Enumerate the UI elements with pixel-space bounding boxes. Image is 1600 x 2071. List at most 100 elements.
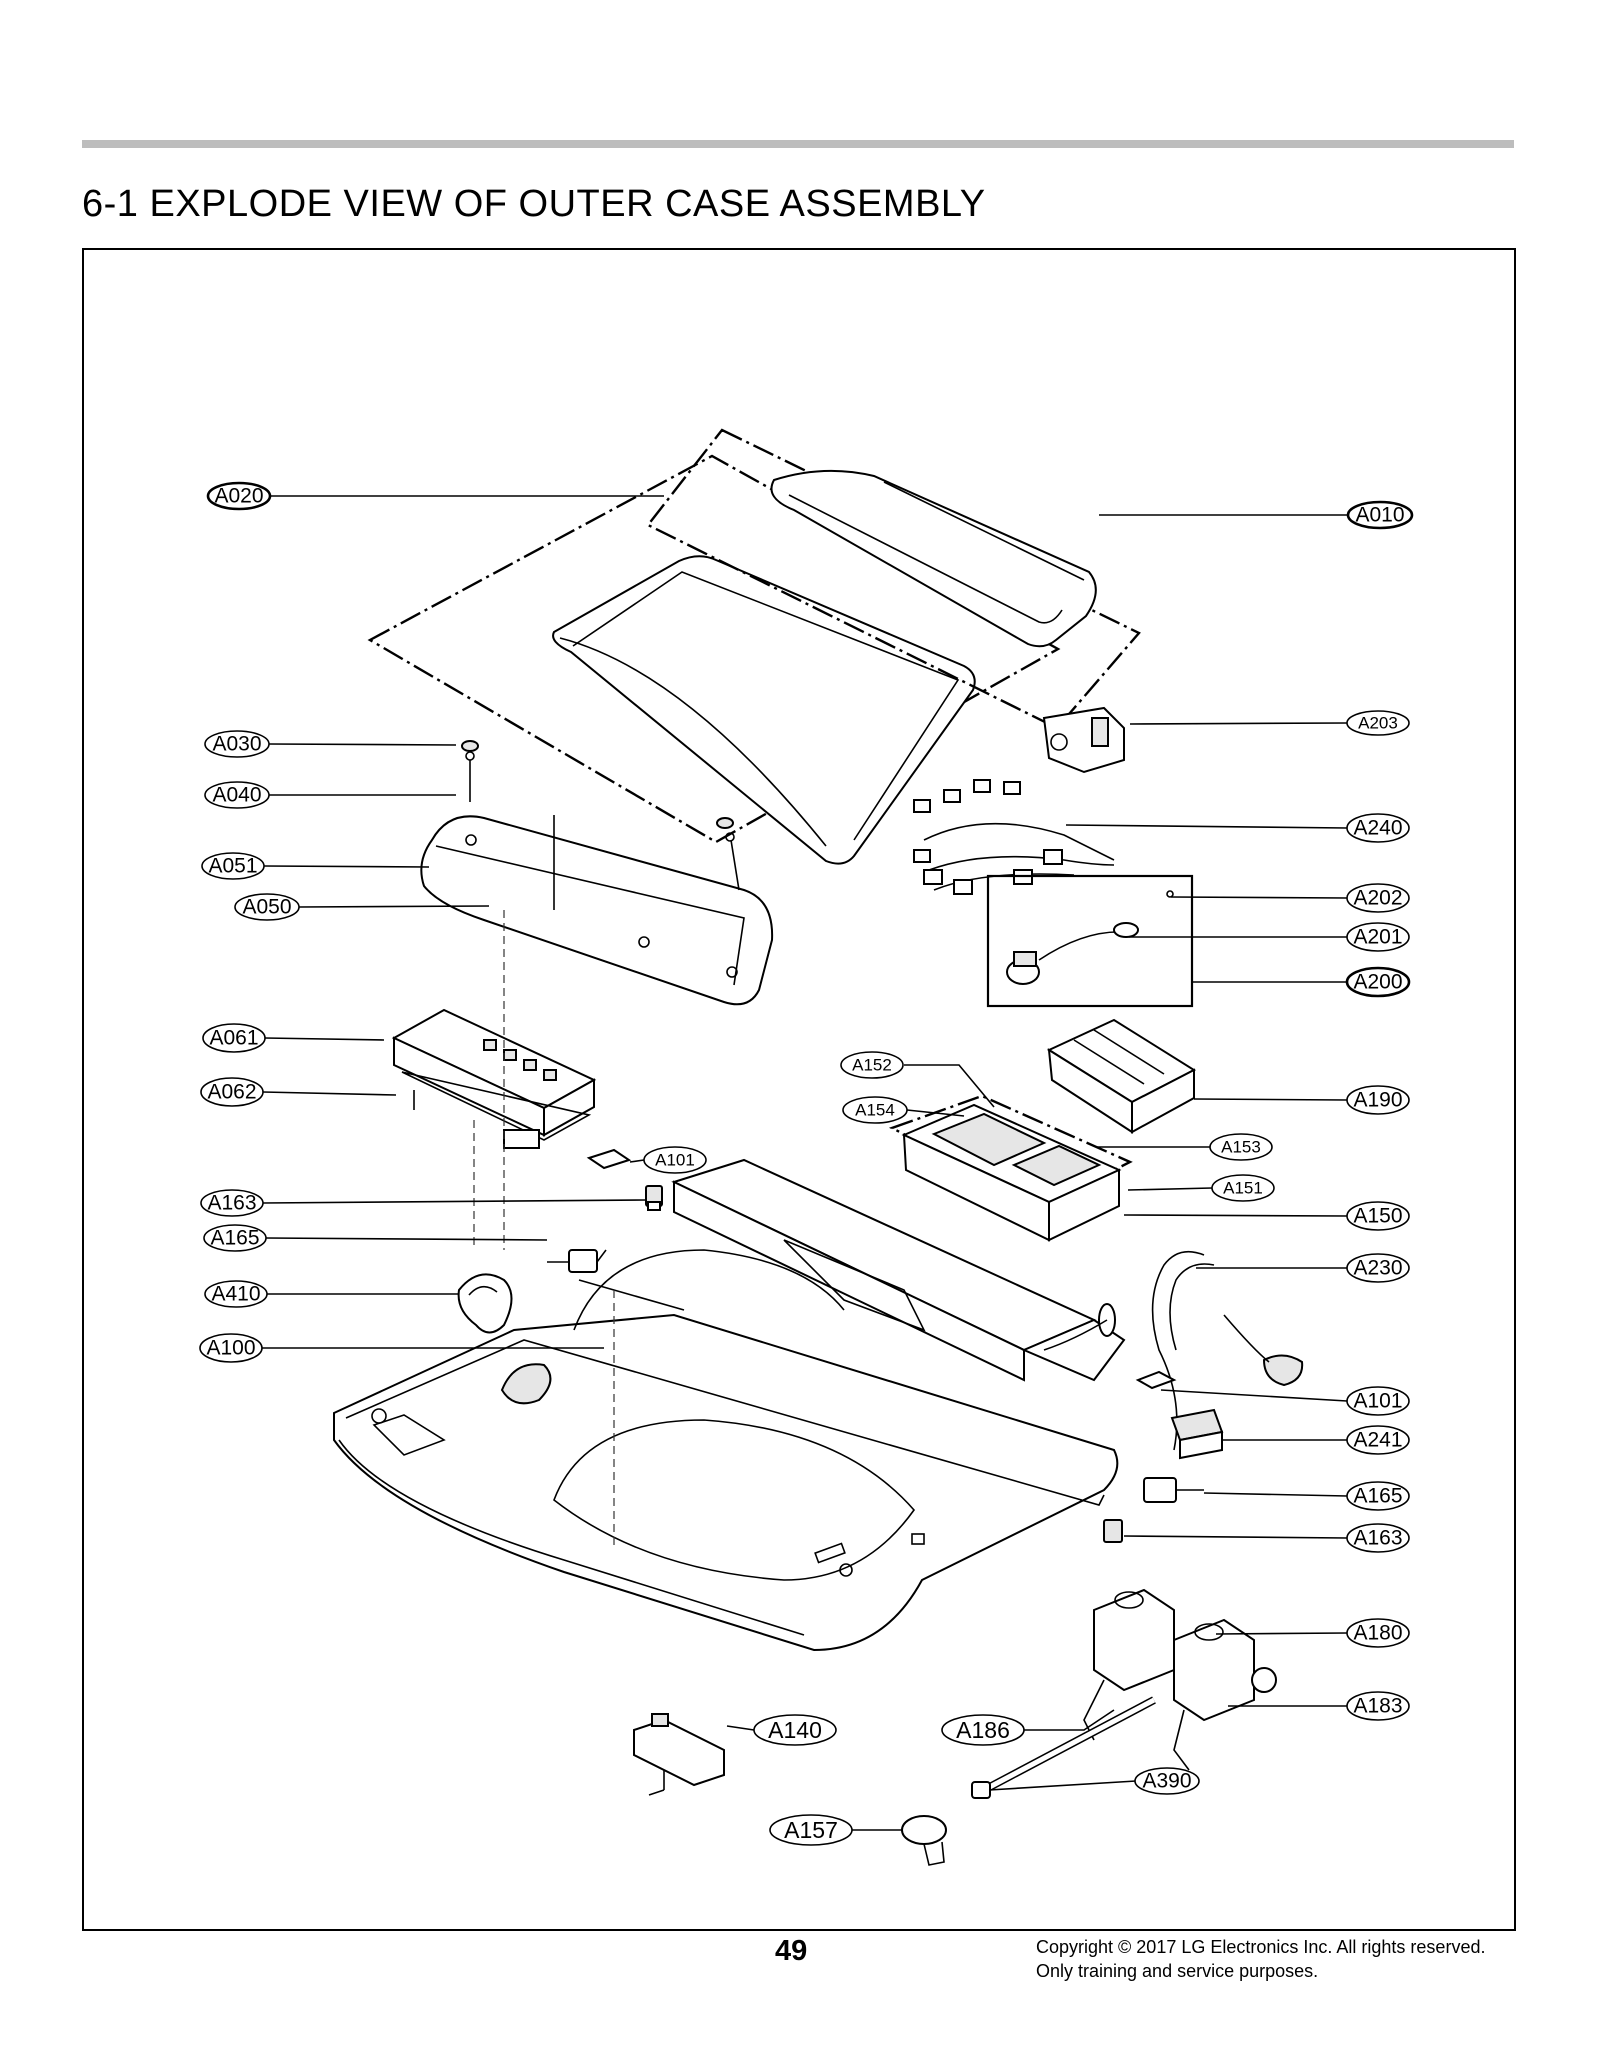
callout-a040: A040 bbox=[204, 781, 270, 809]
callout-a157-label: A157 bbox=[784, 1817, 838, 1843]
callout-a241-label: A241 bbox=[1353, 1429, 1402, 1452]
small-part-a165-right bbox=[1143, 1477, 1204, 1503]
callout-a240-label: A240 bbox=[1353, 817, 1402, 840]
copyright-line-2: Only training and service purposes. bbox=[1036, 1961, 1319, 1981]
copyright-notice: Copyright © 2017 LG Electronics Inc. All… bbox=[1036, 1935, 1485, 1983]
callout-a051: A051 bbox=[201, 852, 265, 880]
pressure-switch-box bbox=[986, 874, 1194, 1008]
callout-a230-label: A230 bbox=[1353, 1257, 1402, 1280]
callout-a390-label: A390 bbox=[1142, 1770, 1191, 1793]
callout-a163-right-label: A163 bbox=[1353, 1527, 1402, 1550]
callout-a165-left-label: A165 bbox=[210, 1227, 259, 1250]
callout-a183-label: A183 bbox=[1353, 1695, 1402, 1718]
callout-a030: A030 bbox=[204, 730, 270, 758]
callout-a163-left: A163 bbox=[200, 1189, 264, 1217]
callout-a240: A240 bbox=[1346, 813, 1410, 843]
small-part-a165-left bbox=[547, 1249, 607, 1273]
callout-a165-right-label: A165 bbox=[1353, 1485, 1402, 1508]
callout-a154-label: A154 bbox=[855, 1101, 895, 1120]
callout-a153: A153 bbox=[1209, 1133, 1273, 1161]
callout-a151: A151 bbox=[1211, 1174, 1275, 1202]
callout-a101-top: A101 bbox=[643, 1146, 707, 1174]
callout-a202: A202 bbox=[1346, 883, 1410, 913]
callout-a163-left-label: A163 bbox=[207, 1192, 256, 1215]
callout-a165-left: A165 bbox=[203, 1224, 267, 1252]
wire-harness-part bbox=[913, 779, 1115, 895]
lid-group-outline bbox=[367, 454, 1061, 844]
water-valve-part bbox=[1083, 1588, 1277, 1771]
callout-a200: A200 bbox=[1345, 966, 1411, 998]
page-title: 6-1 EXPLODE VIEW OF OUTER CASE ASSEMBLY bbox=[82, 183, 986, 225]
callout-a061-label: A061 bbox=[209, 1027, 258, 1050]
small-part-a101-right bbox=[1135, 1370, 1177, 1390]
callout-a390: A390 bbox=[1134, 1767, 1200, 1795]
lid-lock-switch-part bbox=[1042, 706, 1125, 774]
pcb-assembly-part bbox=[391, 1008, 597, 1149]
callout-a203-label: A203 bbox=[1358, 714, 1398, 733]
callout-a010-label: A010 bbox=[1355, 504, 1404, 527]
callout-a140-label: A140 bbox=[768, 1717, 822, 1743]
drain-pump-cover-a410 bbox=[457, 1273, 513, 1334]
callout-a180: A180 bbox=[1346, 1618, 1410, 1648]
page-number: 49 bbox=[775, 1935, 808, 1967]
callout-a040-label: A040 bbox=[212, 784, 261, 807]
callout-a150-label: A150 bbox=[1353, 1205, 1402, 1228]
callout-a202-label: A202 bbox=[1353, 887, 1402, 910]
callout-a050-label: A050 bbox=[242, 896, 291, 919]
callout-a201: A201 bbox=[1346, 922, 1410, 952]
small-part-a163-left bbox=[645, 1185, 663, 1211]
control-panel-cover-part bbox=[420, 815, 774, 1006]
exploded-view-diagram: .ln{stroke:#000;stroke-width:1.6;fill:no… bbox=[199, 428, 1414, 1866]
callout-a203: A203 bbox=[1346, 710, 1410, 736]
leader-lines bbox=[262, 495, 1349, 1831]
small-part-a101-top bbox=[586, 1148, 632, 1170]
callout-a101-top-label: A101 bbox=[655, 1151, 695, 1170]
callout-a030-label: A030 bbox=[212, 733, 261, 756]
callout-a153-label: A153 bbox=[1221, 1138, 1261, 1157]
callout-a151-label: A151 bbox=[1223, 1179, 1263, 1198]
dispenser-drawer-group bbox=[888, 1094, 1133, 1242]
dispenser-housing-part bbox=[1046, 1018, 1197, 1134]
callout-a010: A010 bbox=[1346, 500, 1414, 530]
header-rule bbox=[82, 140, 1514, 148]
callout-a140: A140 bbox=[753, 1714, 837, 1746]
callout-a186: A186 bbox=[941, 1714, 1025, 1746]
callout-a201-label: A201 bbox=[1353, 926, 1402, 949]
callout-a190-label: A190 bbox=[1353, 1089, 1402, 1112]
callout-a165-right: A165 bbox=[1346, 1481, 1410, 1511]
callout-a180-label: A180 bbox=[1353, 1622, 1402, 1645]
callout-a150: A150 bbox=[1346, 1201, 1410, 1231]
callout-a062: A062 bbox=[200, 1077, 264, 1107]
callout-a183: A183 bbox=[1346, 1691, 1410, 1721]
callout-a230: A230 bbox=[1346, 1253, 1410, 1283]
callout-a051-label: A051 bbox=[208, 855, 257, 878]
funnel-a157 bbox=[901, 1815, 947, 1866]
callout-a050: A050 bbox=[234, 893, 300, 921]
drain-valve-a140 bbox=[633, 1713, 725, 1796]
callout-a020-label: A020 bbox=[214, 485, 263, 508]
callout-a061: A061 bbox=[202, 1023, 266, 1053]
lid-frame-part bbox=[770, 469, 1097, 648]
callout-a020: A020 bbox=[206, 481, 272, 511]
callout-a100: A100 bbox=[199, 1333, 263, 1363]
callout-a186-label: A186 bbox=[956, 1717, 1010, 1743]
lid-glass-part bbox=[552, 555, 976, 865]
small-part-a241 bbox=[1170, 1408, 1224, 1460]
callout-a101-right: A101 bbox=[1346, 1386, 1410, 1416]
callout-a100-label: A100 bbox=[206, 1337, 255, 1360]
screws-and-caps bbox=[461, 740, 740, 891]
diagram-frame: .ln{stroke:#000;stroke-width:1.6;fill:no… bbox=[82, 248, 1516, 1931]
callout-a101-right-label: A101 bbox=[1353, 1390, 1402, 1413]
callout-a200-label: A200 bbox=[1353, 971, 1402, 994]
callout-a190: A190 bbox=[1346, 1085, 1410, 1115]
callout-a410: A410 bbox=[204, 1280, 268, 1308]
callout-a410-label: A410 bbox=[211, 1283, 260, 1306]
callout-a062-label: A062 bbox=[207, 1081, 256, 1104]
callout-a152-label: A152 bbox=[852, 1056, 892, 1075]
callout-a157: A157 bbox=[769, 1814, 853, 1846]
copyright-line-1: Copyright © 2017 LG Electronics Inc. All… bbox=[1036, 1937, 1486, 1957]
callout-a152: A152 bbox=[840, 1051, 904, 1079]
callout-a154: A154 bbox=[842, 1096, 908, 1124]
power-cord-part bbox=[1043, 1250, 1304, 1451]
top-cover-part bbox=[333, 1158, 1126, 1652]
